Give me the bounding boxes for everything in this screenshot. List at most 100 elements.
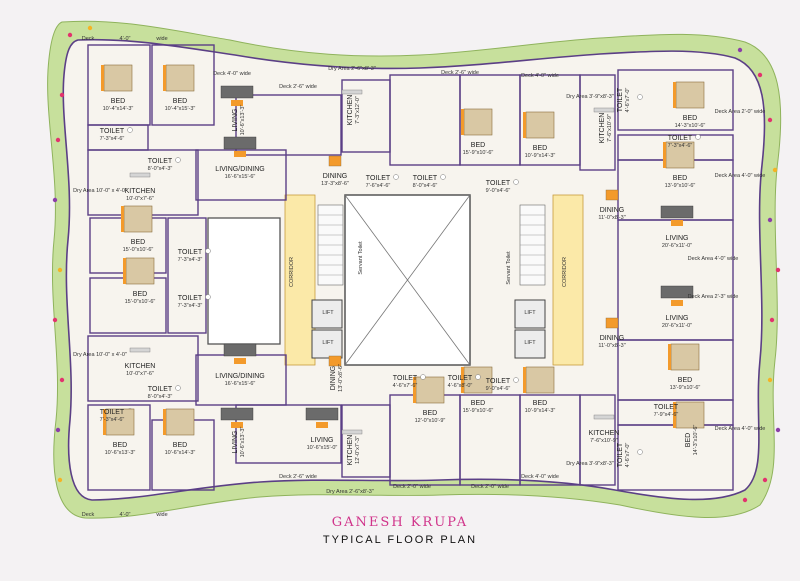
annotation-label: CORRIDOR [562,257,568,287]
annotation-label: Deck [82,36,95,42]
room-name: LIVING/DINING [215,166,264,173]
planting-marker [59,377,65,383]
room-dimension: 14'-3"x10'-6" [675,123,706,129]
room-name: BED [533,145,547,152]
room-name: TOILET [178,295,203,302]
annotation-label: Deck 4'-0" wide [213,71,251,77]
room-name: BED [683,115,697,122]
wardrobe-furniture [523,367,526,393]
planting-marker [737,47,743,53]
room-name: LIVING [232,431,239,454]
room-name: LIVING [232,109,239,132]
room-dimension: 13'-9"x10'-6" [665,183,696,189]
toilet-fixture [513,377,519,383]
wardrobe-furniture [668,344,671,370]
wardrobe-furniture [673,82,676,108]
room-dimension: 4'-6"x7'-6" [393,383,418,389]
planting-marker [87,25,93,31]
room-dimension: 7'-9"x4'-6" [654,412,679,418]
room-name: BED [678,377,692,384]
room-dimension: 10'-4"x14'-3" [103,106,134,112]
bed-furniture [125,257,155,285]
planting-marker [769,317,775,323]
wardrobe-furniture [163,409,166,435]
room-dimension: 10'-6"x14'-3" [165,450,196,456]
room-name: KITCHEN [599,113,606,144]
room-dimension: 16'-6"x15'-6" [225,174,256,180]
room-name: BED [131,239,145,246]
bed-furniture [463,366,493,394]
sofa-furniture [220,85,254,99]
planting-marker [775,427,781,433]
wardrobe-furniture [163,65,166,91]
room-name: DINING [600,335,625,342]
plan-subtitle: TYPICAL FLOOR PLAN [322,534,478,546]
room-name: TOILET [413,175,438,182]
toilet-fixture [475,374,481,380]
bed-furniture [675,81,705,109]
annotation-label: Deck 2'-6" wide [279,84,317,90]
room-dimension: 12'-0"x7'-3" [355,436,361,464]
table-furniture [234,358,246,364]
annotation-label: LIFT [524,340,536,346]
room-name: BED [673,175,687,182]
wardrobe-furniture [673,402,676,428]
annotation-label: Deck 2'-6" wide [441,70,479,76]
room-dimension: 7'-3"x4'-3" [178,257,203,263]
planting-marker [757,72,763,78]
bed-furniture [525,111,555,139]
kitchen-counter-furniture [129,347,151,353]
room-name: BED [423,410,437,417]
toilet-fixture [513,179,519,185]
kitchen-counter-furniture [129,172,151,178]
lift-3 [514,299,546,329]
kitchen-counter-furniture [341,89,363,95]
kitchen-counter-furniture [593,107,615,113]
sofa-furniture [305,407,339,421]
toilet-fixture [637,449,643,455]
wardrobe-furniture [123,258,126,284]
room-dimension: 10'-6"x13'-3" [105,450,136,456]
planting-marker [55,427,61,433]
dining-table-furniture [328,155,342,167]
table-furniture [671,300,683,306]
annotation-label: Dry Area 3'-9"x8'-3" [566,461,614,467]
room-name: DINING [330,366,337,391]
planting-marker [767,117,773,123]
toilet-fixture [440,174,446,180]
room-dimension: 14'-3"x10'-6" [693,425,699,456]
room-dimension: 7'-3"x12'-0" [355,96,361,124]
room-name: BED [471,400,485,407]
planting-marker [57,477,63,483]
room-name: LIVING/DINING [215,373,264,380]
furniture-layer [52,25,781,503]
room-dimension: 10'-9"x14'-3" [525,153,556,159]
table-furniture [234,151,246,157]
lift-4 [514,329,546,359]
annotation-label: Deck 4'-0" wide [521,474,559,480]
annotation-label: Deck Area 2'-0" wide [715,109,766,115]
room-name: TOILET [148,158,173,165]
plan-title: GANESH KRUPA [331,515,469,530]
room-dimension: 10'-6"x13'-3" [240,427,246,458]
annotation-label: 4'-0" [120,512,131,518]
room-dimension: 7'-3"x4'-6" [100,417,125,423]
annotation-label: Dry Area 3'-9"x8'-3" [566,94,614,100]
room-name: BED [111,98,125,105]
room-dimension: 12'-0"x10'-9" [415,418,446,424]
